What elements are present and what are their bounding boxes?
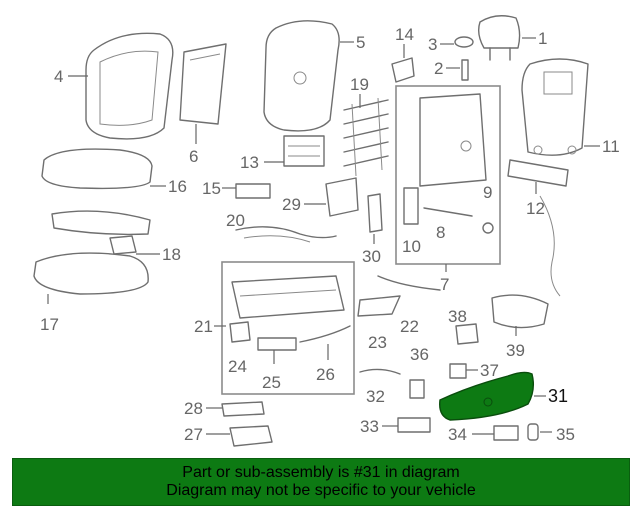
parts-diagram: 4 6 5 14 3 2 1 11 12 [33,15,620,447]
part-3-guide[interactable] [454,36,474,48]
part-36-knob[interactable] [409,379,425,399]
label-7[interactable]: 7 [440,275,449,294]
part-11-seatback-rear[interactable] [521,58,589,156]
part-38-switch[interactable] [455,323,479,345]
label-23[interactable]: 23 [368,333,387,352]
part-39-harness[interactable] [491,195,561,329]
label-32[interactable]: 32 [366,387,385,406]
label-9[interactable]: 9 [483,183,492,202]
part-9-clip[interactable] [482,222,494,234]
label-5[interactable]: 5 [356,33,365,52]
part-33-switch[interactable] [397,417,431,433]
part-17-cushion-pad[interactable] [33,252,149,295]
label-31[interactable]: 31 [548,386,568,406]
part-2-guide[interactable] [461,59,469,81]
part-10-motor[interactable] [403,187,419,225]
label-21[interactable]: 21 [194,317,213,336]
part-25-motor[interactable] [257,337,297,351]
label-28[interactable]: 28 [184,399,203,418]
label-8[interactable]: 8 [436,223,445,242]
label-29[interactable]: 29 [282,195,301,214]
label-36[interactable]: 36 [410,345,429,364]
assembly-7-box [395,85,501,265]
part-12-trim[interactable] [507,159,569,187]
label-15[interactable]: 15 [202,179,221,198]
label-14[interactable]: 14 [395,25,414,44]
label-1[interactable]: 1 [538,29,547,48]
label-39[interactable]: 39 [506,341,525,360]
part-27-cover[interactable] [229,425,273,447]
label-22[interactable]: 22 [400,317,419,336]
label-35[interactable]: 35 [556,425,575,444]
part-8-rod[interactable] [423,207,473,217]
part-13-lumbar[interactable] [283,135,325,167]
part-31-seat-side-panel[interactable] [439,371,535,421]
label-12[interactable]: 12 [526,199,545,218]
part-32-harness[interactable] [359,368,401,375]
label-20[interactable]: 20 [226,211,245,230]
label-27[interactable]: 27 [184,425,203,444]
assembly-21-box [221,261,355,395]
label-11[interactable]: 11 [602,137,620,156]
label-6[interactable]: 6 [189,147,198,166]
part-21-adjuster[interactable] [231,275,345,319]
part-35-clip[interactable] [527,423,539,441]
part-6-panel[interactable] [179,43,227,125]
part-20-wire-harness[interactable] [235,226,337,243]
info-banner: Part or sub-assembly is #31 in diagram D… [12,458,630,506]
part-18-bracket[interactable] [51,210,151,255]
part-15-clip[interactable] [235,183,271,199]
label-30[interactable]: 30 [362,247,381,266]
banner-line-2: Diagram may not be specific to your vehi… [166,482,476,499]
label-18[interactable]: 18 [162,245,181,264]
label-10[interactable]: 10 [402,237,421,256]
part-5-seatback-pad[interactable] [263,20,340,132]
part-22-cable[interactable] [377,275,441,291]
label-24[interactable]: 24 [228,357,247,376]
part-26-cable[interactable] [299,325,351,343]
label-25[interactable]: 25 [262,373,281,392]
part-14-bracket[interactable] [391,57,415,83]
label-17[interactable]: 17 [40,315,59,334]
label-4[interactable]: 4 [54,67,63,86]
part-4-seatback-cover[interactable] [85,32,174,140]
label-2[interactable]: 2 [434,59,443,78]
label-16[interactable]: 16 [168,177,187,196]
label-38[interactable]: 38 [448,307,467,326]
part-29-cover[interactable] [325,177,359,217]
part-37-knob[interactable] [449,363,467,379]
part-1-headrest[interactable] [477,15,521,61]
label-37[interactable]: 37 [480,361,499,380]
part-30-bracket[interactable] [367,193,383,233]
label-3[interactable]: 3 [428,35,437,54]
part-28-bracket[interactable] [221,401,265,417]
part-19-spring[interactable] [343,97,389,177]
label-19[interactable]: 19 [350,75,369,94]
part-23-shield[interactable] [357,295,401,317]
label-34[interactable]: 34 [448,425,467,444]
part-16-cushion-cover[interactable] [41,148,153,190]
label-33[interactable]: 33 [360,417,379,436]
part-24-switch[interactable] [229,321,251,343]
part-34-cover[interactable] [493,425,519,441]
label-13[interactable]: 13 [240,153,259,172]
part-7-seatback-frame[interactable] [419,93,487,187]
label-26[interactable]: 26 [316,365,335,384]
banner-line-1: Part or sub-assembly is #31 in diagram [182,464,460,481]
